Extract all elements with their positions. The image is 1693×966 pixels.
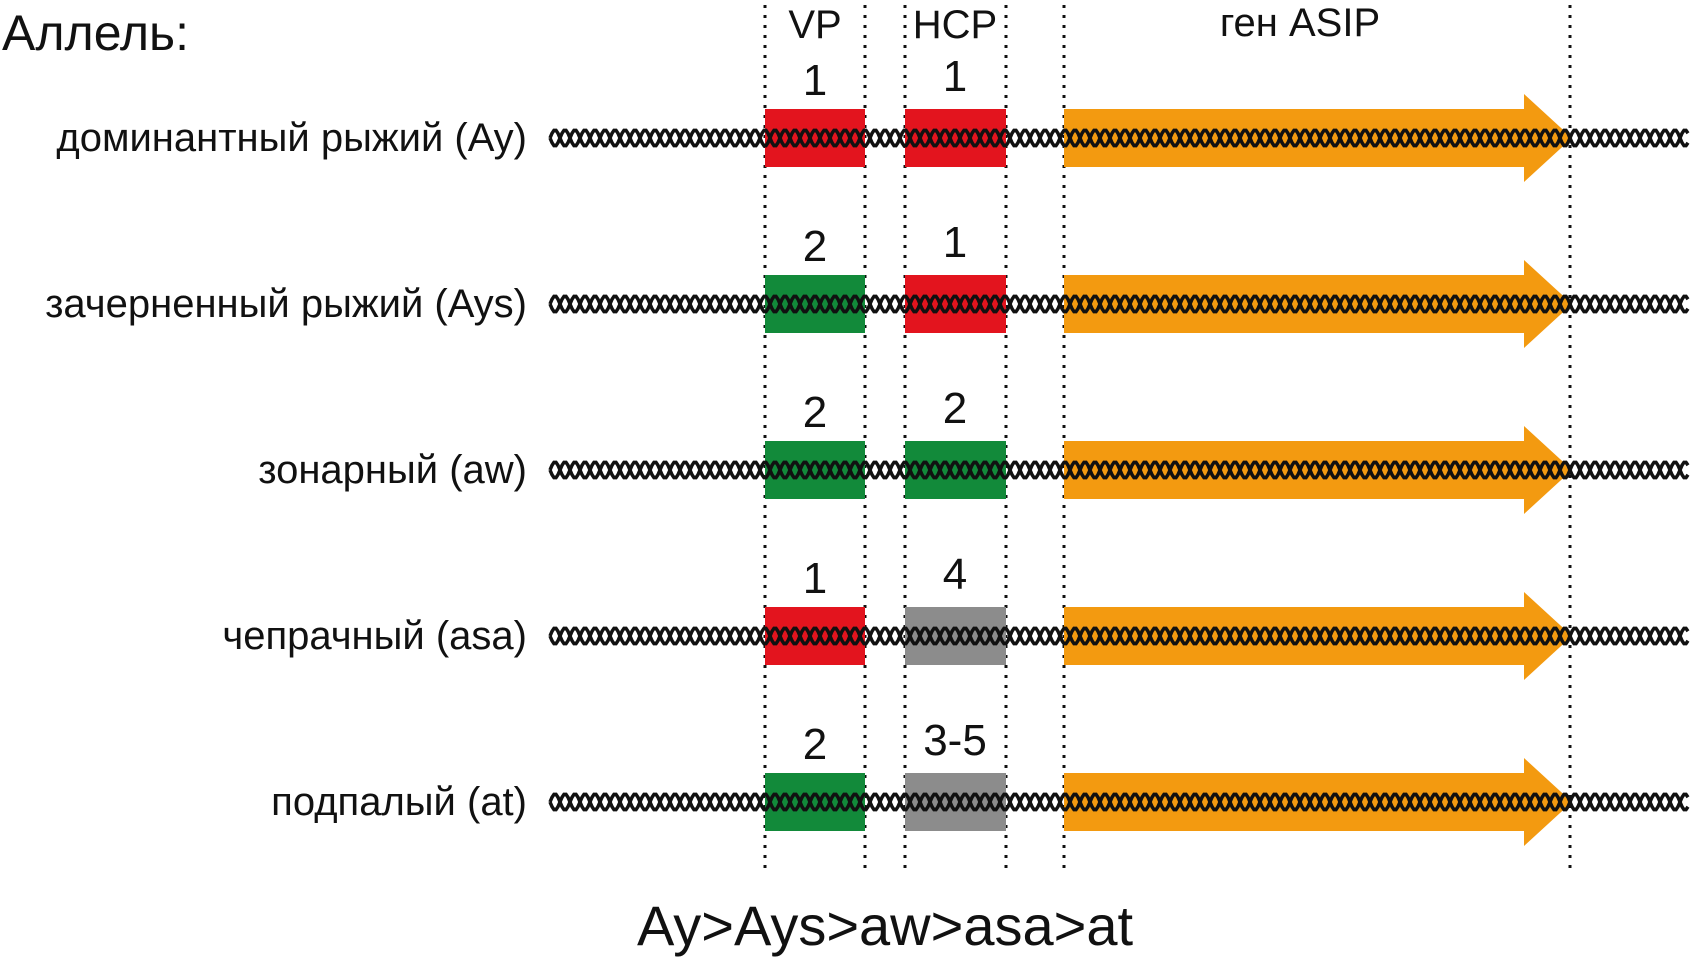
dna-strand (548, 294, 1690, 314)
hcp-value: 3-5 (923, 716, 987, 765)
gene-region-label: ген ASIP (1220, 1, 1380, 45)
hcp-region-label: HCP (913, 3, 997, 47)
gene-arrow (1064, 426, 1572, 514)
hcp-value: 4 (943, 550, 967, 599)
allele-row: подпалый (at) 2 3-5 (271, 716, 1690, 846)
vp-value: 1 (803, 554, 827, 603)
hcp-value: 1 (943, 218, 967, 267)
dna-strand (548, 460, 1690, 480)
allele-row: зачерненный рыжий (Ays) 2 1 (45, 218, 1690, 348)
allele-label: чепрачный (asa) (222, 614, 527, 658)
dna-strand (548, 626, 1690, 646)
allele-label: подпалый (at) (271, 780, 527, 824)
allele-label: доминантный рыжий (Ay) (56, 116, 527, 160)
gene-arrow (1064, 592, 1572, 680)
allele-row: зонарный (aw) 2 2 (258, 384, 1690, 514)
allele-row: доминантный рыжий (Ay) 1 1 (56, 52, 1690, 182)
gene-arrow (1064, 94, 1572, 182)
dna-strand (548, 128, 1690, 148)
dna-strand (548, 792, 1690, 812)
vp-value: 2 (803, 388, 827, 437)
vp-value: 2 (803, 222, 827, 271)
allele-label: зачерненный рыжий (Ays) (45, 282, 527, 326)
allele-title: Аллель: (2, 5, 189, 61)
allele-label: зонарный (aw) (258, 448, 527, 492)
dominance-order: Ay>Ays>aw>asa>at (637, 894, 1134, 957)
vp-value: 1 (803, 56, 827, 105)
hcp-value: 1 (943, 52, 967, 101)
gene-arrow (1064, 758, 1572, 846)
hcp-value: 2 (943, 384, 967, 433)
allele-row: чепрачный (asa) 1 4 (222, 550, 1690, 680)
vp-value: 2 (803, 720, 827, 769)
gene-arrow (1064, 260, 1572, 348)
vp-region-label: VP (788, 3, 841, 47)
